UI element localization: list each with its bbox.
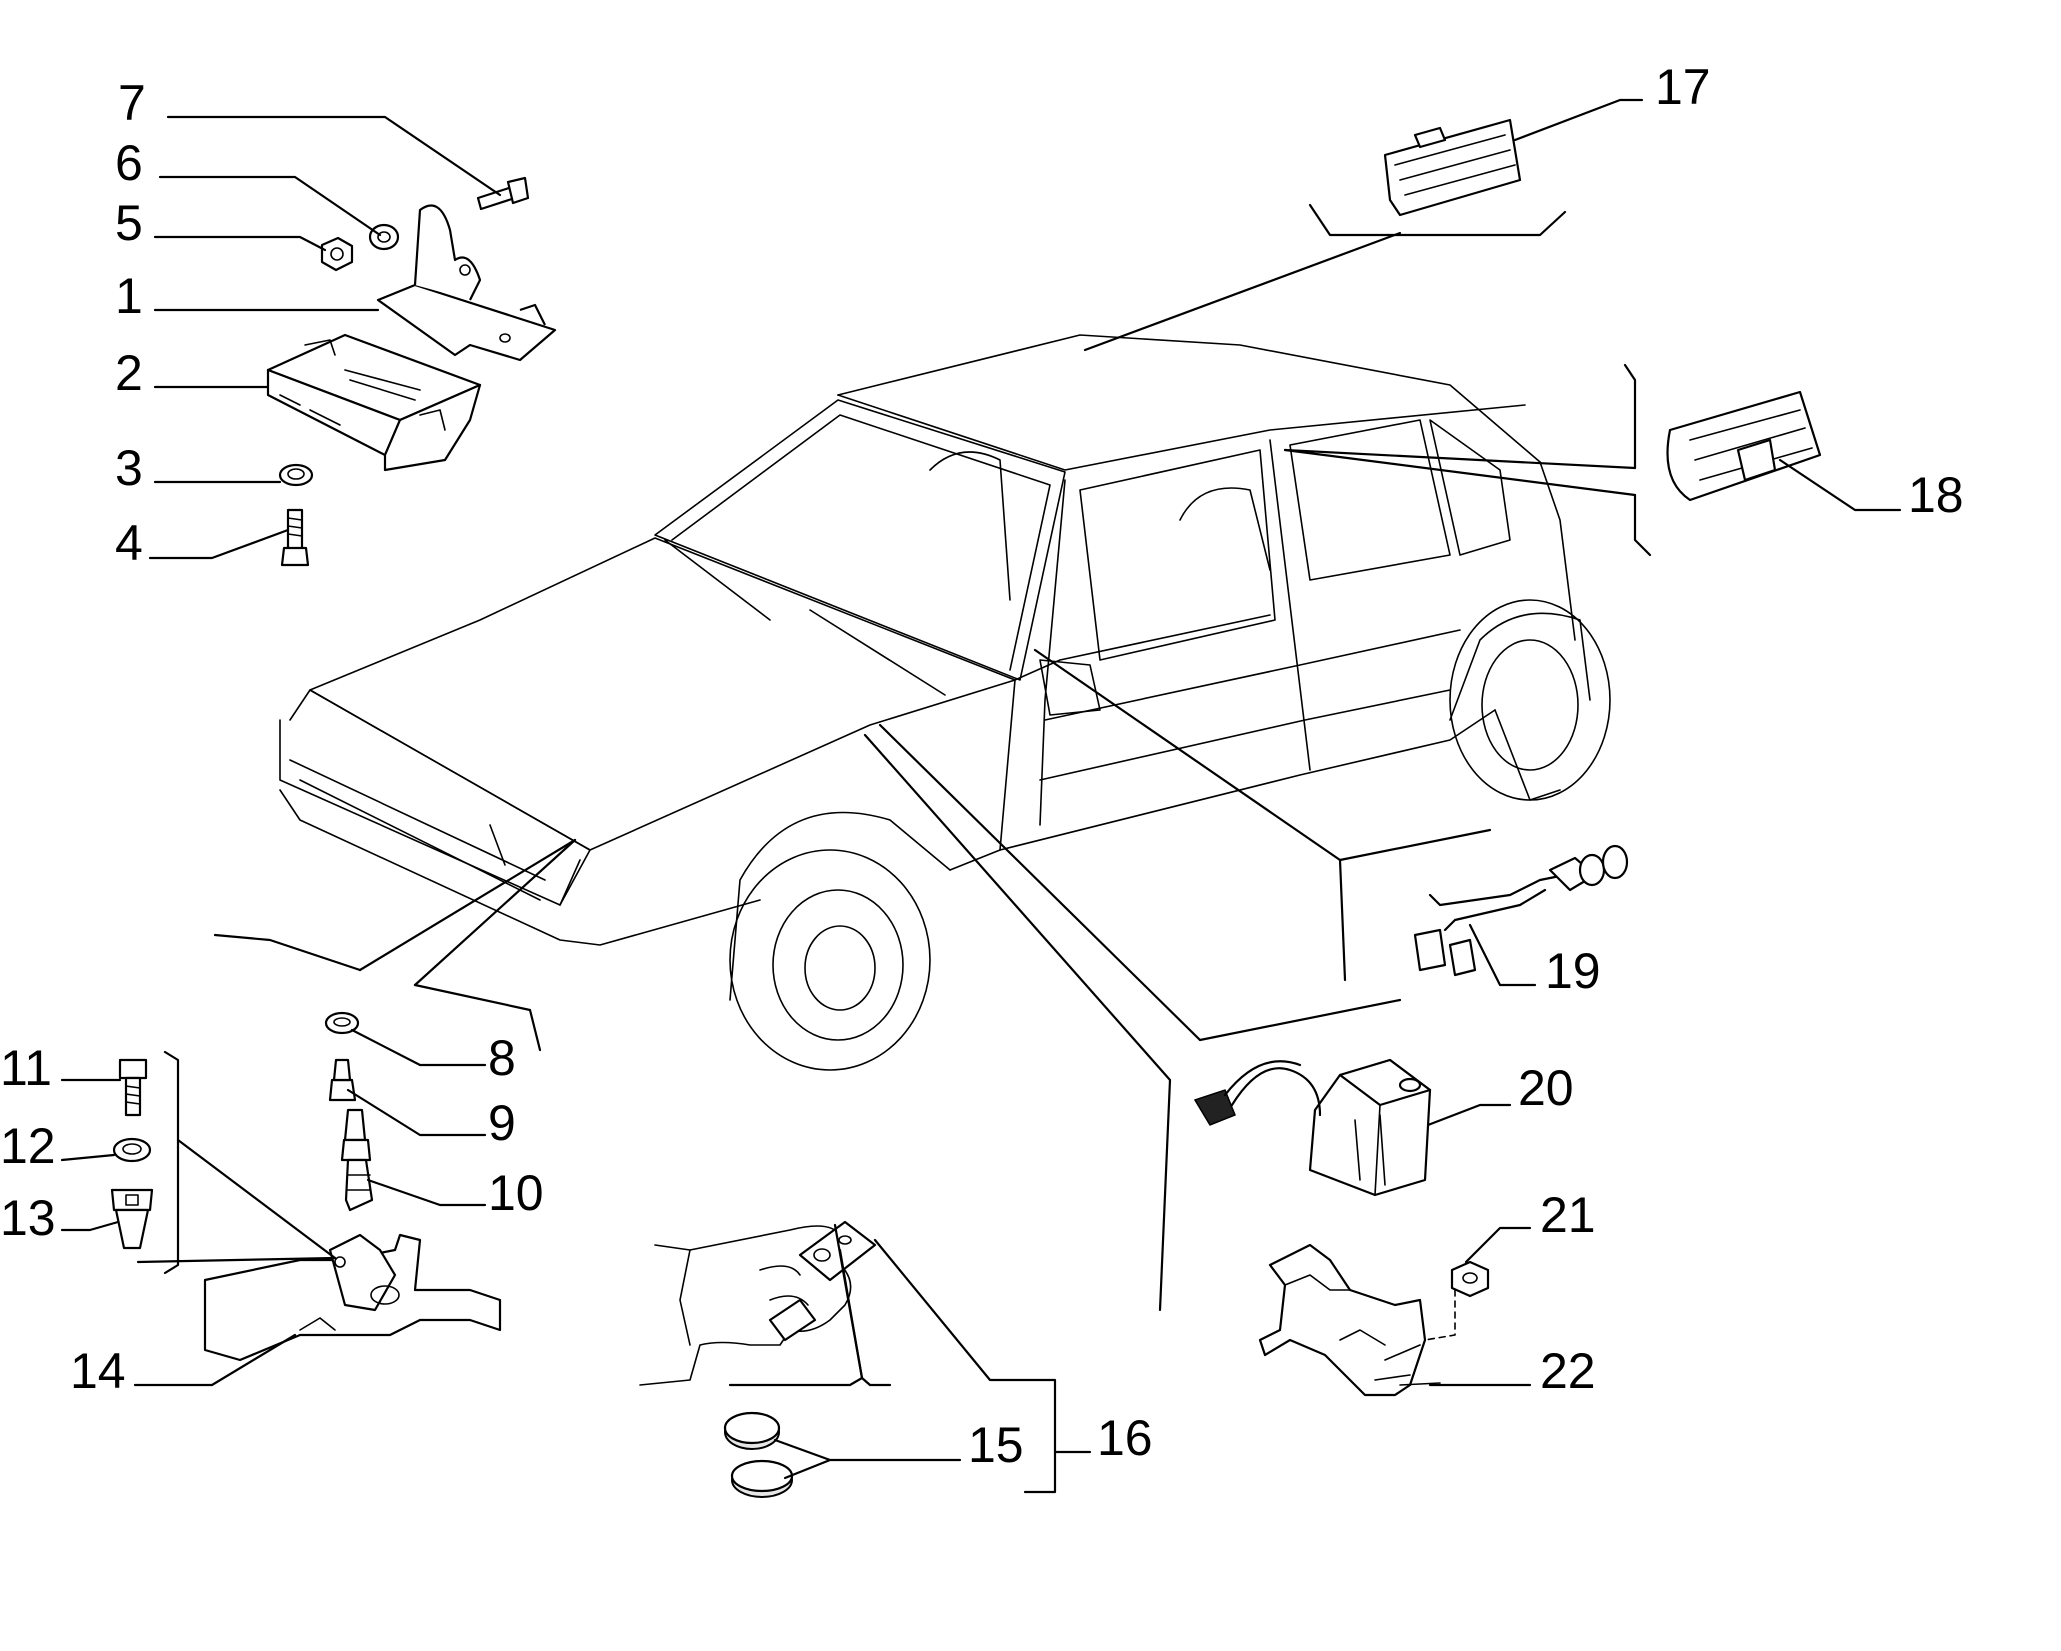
control-unit-group xyxy=(266,176,557,567)
bolt-11-icon xyxy=(118,1058,148,1117)
label-18: 18 xyxy=(1908,467,1964,523)
callout-labels: 7 6 5 1 2 3 4 8 9 10 11 12 13 14 15 16 1… xyxy=(0,59,1964,1473)
bolt-7-icon xyxy=(476,176,530,211)
control-unit-2-icon xyxy=(266,333,482,472)
nut-5-icon xyxy=(320,236,354,272)
leaders-1-7 xyxy=(148,115,502,560)
leaders-8-14 xyxy=(60,1028,487,1387)
label-5: 5 xyxy=(115,195,143,251)
label-4: 4 xyxy=(115,515,143,571)
reference-lines xyxy=(213,203,1652,1312)
washer-3-icon xyxy=(278,463,314,487)
hood-switch-group xyxy=(110,1011,502,1362)
label-6: 6 xyxy=(115,135,143,191)
label-19: 19 xyxy=(1545,943,1601,999)
label-1: 1 xyxy=(115,268,143,324)
label-9: 9 xyxy=(488,1095,516,1151)
bracket-1-icon xyxy=(376,204,557,362)
clip-13-icon xyxy=(110,1188,154,1250)
label-22: 22 xyxy=(1540,1343,1596,1399)
siren-20-icon xyxy=(1193,1058,1512,1197)
label-11: 11 xyxy=(0,1040,52,1096)
label-21: 21 xyxy=(1540,1187,1596,1243)
label-15: 15 xyxy=(968,1417,1024,1473)
hand-icon xyxy=(639,1225,852,1386)
bracket-14-icon xyxy=(203,1233,502,1362)
nut-21-icon xyxy=(1450,1226,1532,1298)
label-3: 3 xyxy=(115,440,143,496)
car-illustration xyxy=(279,334,1611,1071)
label-2: 2 xyxy=(115,345,143,401)
label-10: 10 xyxy=(488,1165,544,1221)
label-12: 12 xyxy=(0,1118,56,1174)
label-16: 16 xyxy=(1097,1410,1153,1466)
switch-10-icon xyxy=(340,1108,374,1212)
cap-9-icon xyxy=(328,1058,357,1102)
label-14: 14 xyxy=(70,1343,126,1399)
label-17: 17 xyxy=(1655,59,1711,115)
washer-6-icon xyxy=(368,223,400,251)
door-lamp-18-icon xyxy=(1666,390,1902,512)
label-7: 7 xyxy=(118,75,146,131)
battery-15-icon xyxy=(723,1411,794,1498)
bracket-22-icon xyxy=(1258,1243,1532,1397)
remote-group xyxy=(639,1220,1092,1498)
washer-12-icon xyxy=(112,1137,152,1163)
seal-8-icon xyxy=(324,1011,360,1035)
screw-4-icon xyxy=(280,508,310,567)
label-20: 20 xyxy=(1518,1060,1574,1116)
label-13: 13 xyxy=(0,1190,56,1246)
roof-lamp-17-icon xyxy=(1383,98,1644,217)
harness-19-icon xyxy=(1413,844,1629,987)
label-8: 8 xyxy=(488,1030,516,1086)
keyfob-16-icon xyxy=(768,1220,877,1342)
